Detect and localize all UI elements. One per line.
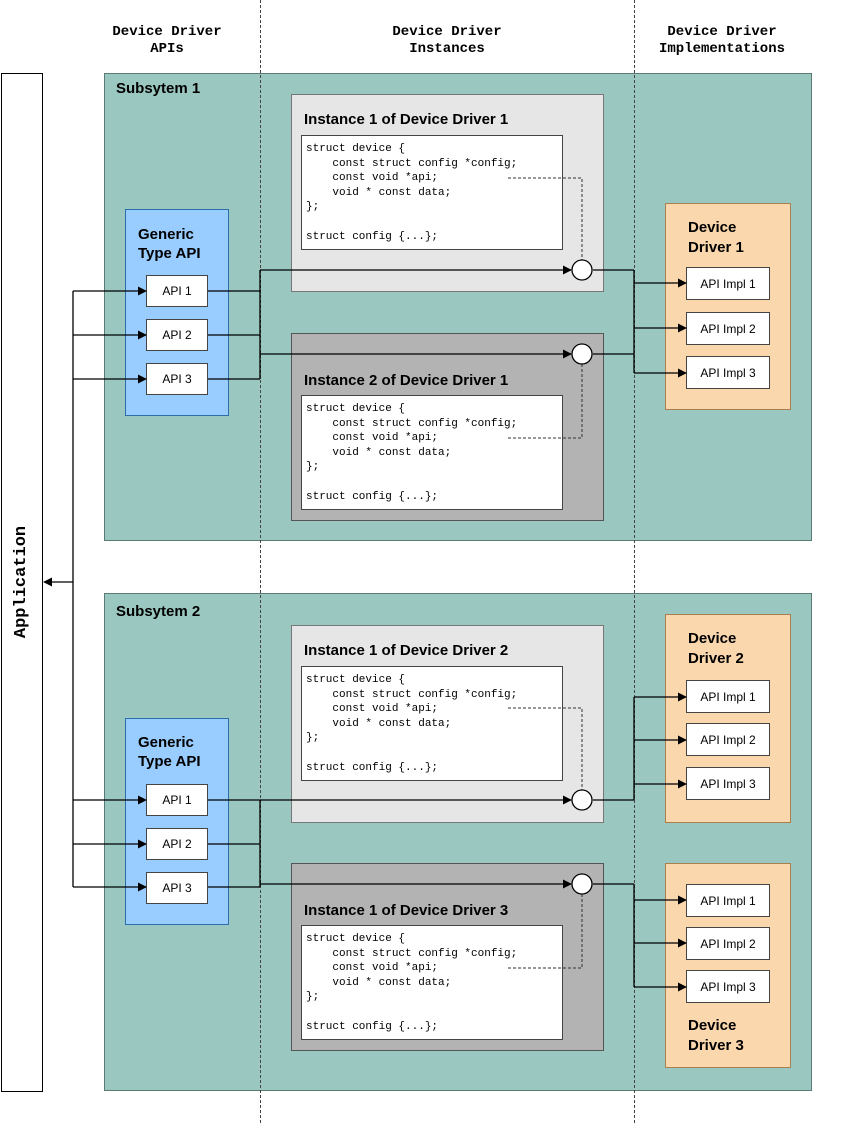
code-block: struct device { const struct config *con… [301, 666, 563, 781]
api-box: API 2 [146, 319, 208, 351]
api-box: API 1 [146, 784, 208, 816]
code-block: struct device { const struct config *con… [301, 135, 563, 250]
code-block: struct device { const struct config *con… [301, 925, 563, 1040]
generic-type-api-title: Generic Type API [138, 734, 201, 770]
subsystem-2-title: Subsytem 2 [116, 603, 201, 620]
api-box: API 1 [146, 275, 208, 307]
subsystem-1-title: Subsytem 1 [116, 80, 201, 97]
device-driver-title: Device Driver 2 [688, 630, 744, 667]
api-impl-box: API Impl 1 [686, 267, 770, 300]
api-impl-box: API Impl 2 [686, 927, 770, 960]
instance-title: Instance 2 of Device Driver 1 [304, 372, 509, 389]
column-header-apis: Device Driver APIs [112, 24, 222, 57]
instance-title: Instance 1 of Device Driver 1 [304, 111, 509, 128]
api-impl-box: API Impl 1 [686, 884, 770, 917]
api-impl-box: API Impl 3 [686, 356, 770, 389]
api-impl-box: API Impl 3 [686, 970, 770, 1003]
device-driver-title: Device Driver 1 [688, 219, 744, 256]
port-circle [571, 259, 593, 281]
instance-title: Instance 1 of Device Driver 2 [304, 642, 509, 659]
api-box: API 3 [146, 363, 208, 395]
column-header-instances: Device Driver Instances [392, 24, 502, 57]
instance-title: Instance 1 of Device Driver 3 [304, 902, 509, 919]
port-circle [571, 343, 593, 365]
application-block [1, 73, 43, 1092]
api-impl-box: API Impl 1 [686, 680, 770, 713]
device-driver-title: Device Driver 3 [688, 1017, 744, 1054]
api-impl-box: API Impl 2 [686, 312, 770, 345]
generic-type-api-title: Generic Type API [138, 226, 201, 262]
api-box: API 2 [146, 828, 208, 860]
port-circle [571, 873, 593, 895]
api-impl-box: API Impl 3 [686, 767, 770, 800]
column-divider [260, 0, 261, 1123]
column-header-implementations: Device Driver Implementations [658, 24, 786, 57]
port-circle [571, 789, 593, 811]
code-block: struct device { const struct config *con… [301, 395, 563, 510]
column-divider [634, 0, 635, 1123]
